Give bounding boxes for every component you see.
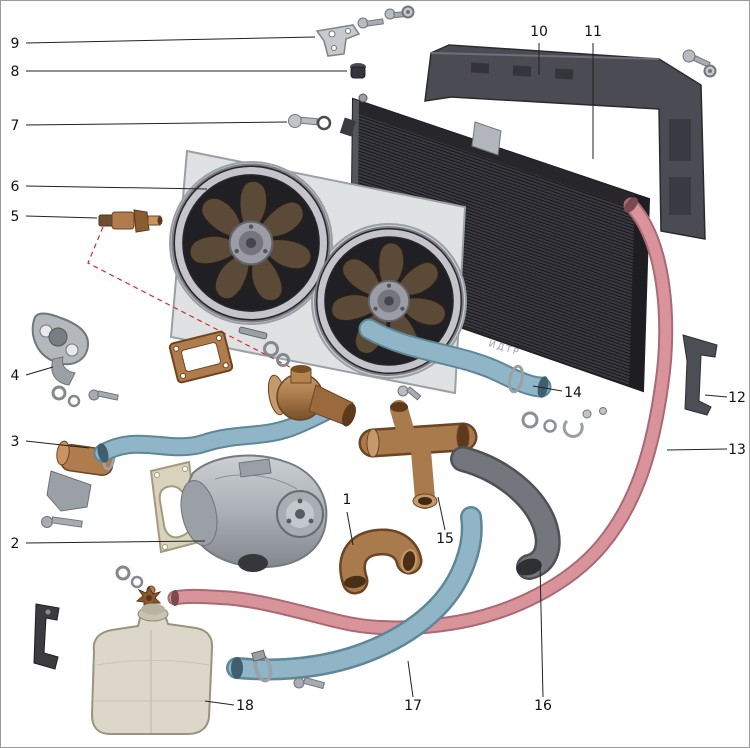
fan-left xyxy=(172,164,329,321)
hose-to-radiator xyxy=(358,318,552,398)
flange-hardware xyxy=(51,385,119,408)
leader-line-15 xyxy=(437,496,446,531)
red-hose xyxy=(167,197,674,636)
radiator-bracket xyxy=(471,121,502,156)
callout-label-17: 17 xyxy=(404,698,422,714)
clamp-bolt xyxy=(293,676,326,690)
sensor-location-pointer xyxy=(87,226,314,380)
mount-bracket xyxy=(315,24,361,57)
rubber-mount xyxy=(350,63,366,79)
callout-label-14: 14 xyxy=(564,385,582,401)
leader-line-17 xyxy=(407,660,414,698)
copper-elbow xyxy=(339,528,423,595)
callout-label-10: 10 xyxy=(530,24,548,40)
callout-label-12: 12 xyxy=(728,390,746,406)
pump-bolt xyxy=(41,516,83,528)
side-bracket xyxy=(682,334,718,416)
radiator-side-tank xyxy=(629,194,649,391)
callout-label-5: 5 xyxy=(11,209,20,225)
tank-bracket xyxy=(33,603,60,670)
leader-line-14 xyxy=(532,385,563,392)
callout-label-11: 11 xyxy=(584,24,602,40)
leader-line-6 xyxy=(25,185,208,190)
distributor-pipe xyxy=(358,400,478,509)
callout-label-8: 8 xyxy=(11,64,20,80)
water-pump xyxy=(180,454,328,572)
dark-elbow-hose xyxy=(450,446,561,580)
stud-washers xyxy=(238,326,290,367)
outlet-flange xyxy=(31,312,90,386)
callout-label-6: 6 xyxy=(11,179,20,195)
callout-label-2: 2 xyxy=(11,536,20,552)
circlip xyxy=(562,419,584,439)
callout-label-1: 1 xyxy=(343,492,352,508)
radiator-frame xyxy=(424,44,706,240)
leader-line-4 xyxy=(25,366,54,376)
leader-line-9 xyxy=(25,36,316,44)
callout-label-15: 15 xyxy=(436,531,454,547)
callout-label-7: 7 xyxy=(11,118,20,134)
bracket-bolts xyxy=(357,5,415,29)
leader-line-5 xyxy=(25,215,98,219)
callout-label-13: 13 xyxy=(728,442,746,458)
fan-bolt xyxy=(288,114,332,131)
callout-label-4: 4 xyxy=(11,368,20,384)
callout-label-3: 3 xyxy=(11,434,20,450)
expansion-tank xyxy=(90,603,214,735)
leader-line-18 xyxy=(204,700,235,706)
callout-label-16: 16 xyxy=(534,698,552,714)
hose-upper-left xyxy=(93,401,337,463)
leader-line-1 xyxy=(346,511,354,546)
leader-line-13 xyxy=(666,448,728,451)
coolant-sensor xyxy=(98,209,163,233)
hose-clamp xyxy=(251,649,273,683)
hose-lower xyxy=(226,506,483,683)
callout-label-18: 18 xyxy=(236,698,254,714)
leader-line-12 xyxy=(704,394,728,398)
callout-label-9: 9 xyxy=(11,36,20,52)
thermostat-housing xyxy=(267,365,356,427)
filler-cap xyxy=(358,93,368,103)
mid-hardware xyxy=(397,385,607,439)
leader-line-2 xyxy=(25,540,206,544)
leader-line-7 xyxy=(25,121,288,126)
leader-line-16 xyxy=(539,564,544,698)
leader-line-3 xyxy=(25,440,90,449)
gasket xyxy=(168,330,234,384)
radiator-top-tank xyxy=(352,99,649,213)
frame-bolts xyxy=(682,49,717,78)
